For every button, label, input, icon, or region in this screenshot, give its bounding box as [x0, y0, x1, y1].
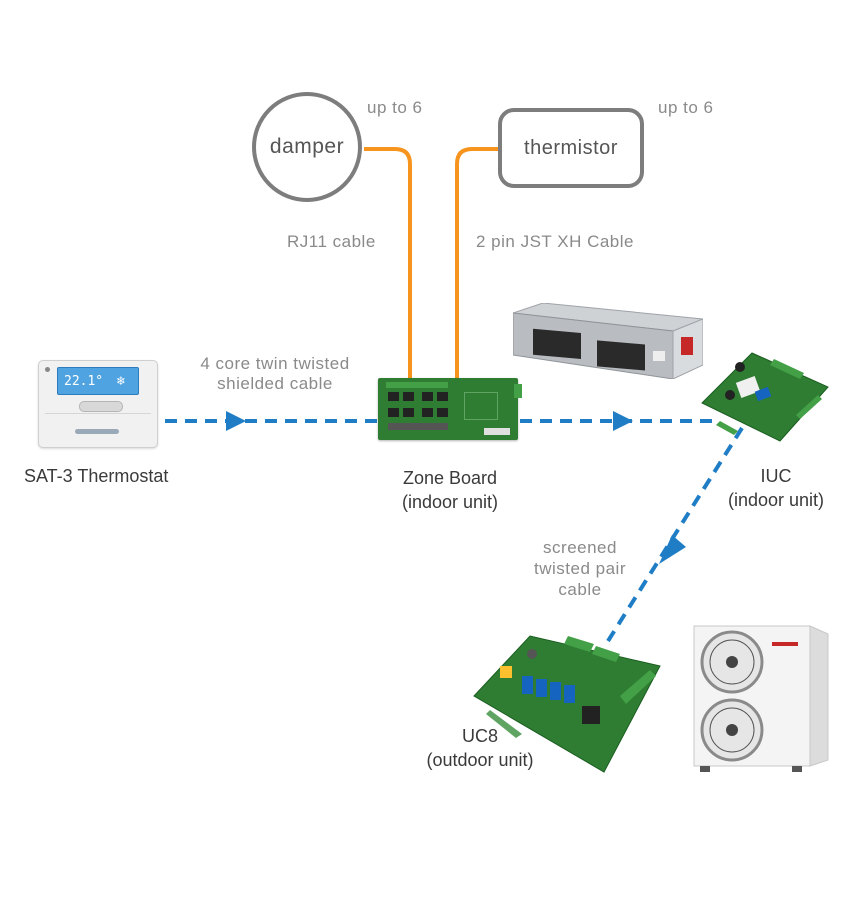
zone-board-label-line1: Zone Board — [402, 468, 498, 488]
thermostat-divider — [45, 413, 151, 414]
arrow-right-icon — [613, 411, 633, 431]
uc8-board-drawing — [473, 635, 661, 773]
thermostat-led-icon — [45, 367, 50, 372]
twisted-pair-line3: cable — [558, 580, 602, 599]
zone-board-image — [378, 378, 522, 440]
uc8-label-line2: (outdoor unit) — [426, 750, 534, 770]
arrow-right-icon — [226, 411, 246, 431]
uc8-board-image — [470, 626, 662, 774]
twisted-pair-label: screened twisted pair cable — [520, 537, 640, 600]
thermostat-label: SAT-3 Thermostat — [24, 466, 169, 486]
thermostat-buttons — [79, 401, 123, 412]
thermostat-temperature: 22.1° — [64, 374, 104, 389]
jst-cable-label: 2 pin JST XH Cable — [476, 232, 634, 251]
rj11-cable-line — [364, 147, 412, 382]
zone-board-label-line2: (indoor unit) — [401, 492, 499, 512]
outdoor-unit-image — [692, 622, 832, 774]
jst-cable-line — [455, 147, 500, 382]
thermostat-cable-label: 4 core twin twisted shielded cable — [185, 354, 365, 394]
iuc-board-drawing — [701, 352, 829, 442]
thermostat-display: 22.1° ❄ — [57, 367, 139, 395]
zone-board-label: Zone Board (indoor unit) — [380, 466, 520, 514]
thermistor-label: thermistor — [524, 136, 618, 159]
rj11-cable-label: RJ11 cable — [287, 232, 376, 251]
twisted-pair-line1: screened — [543, 538, 617, 557]
iuc-to-uc8-link — [606, 426, 744, 643]
uc8-label-line1: UC8 — [461, 726, 498, 746]
thermostat-cable-line2: shielded cable — [217, 374, 333, 393]
damper-label: damper — [269, 135, 345, 158]
thermostat-cable-line1: 4 core twin twisted — [200, 354, 350, 373]
iuc-label: IUC (indoor unit) — [716, 464, 836, 512]
iuc-label-line2: (indoor unit) — [727, 490, 825, 510]
thermostat-image: 22.1° ❄ — [38, 360, 158, 448]
uc8-label: UC8 (outdoor unit) — [410, 724, 550, 772]
damper-node: damper — [252, 92, 362, 202]
arrow-down-left-icon — [659, 535, 686, 564]
thermistor-node: thermistor — [498, 108, 644, 188]
ducted-unit-drawing — [512, 302, 704, 380]
thermostat-brand-logo — [75, 429, 119, 434]
ducted-unit-image — [512, 302, 704, 380]
twisted-pair-line2: twisted pair — [534, 559, 626, 578]
snowflake-icon: ❄ — [116, 374, 125, 389]
thermistor-count-note: up to 6 — [658, 98, 714, 117]
damper-count-note: up to 6 — [367, 98, 423, 117]
iuc-board-image — [700, 345, 830, 445]
outdoor-unit-drawing — [693, 625, 829, 772]
iuc-label-line1: IUC — [760, 466, 792, 486]
